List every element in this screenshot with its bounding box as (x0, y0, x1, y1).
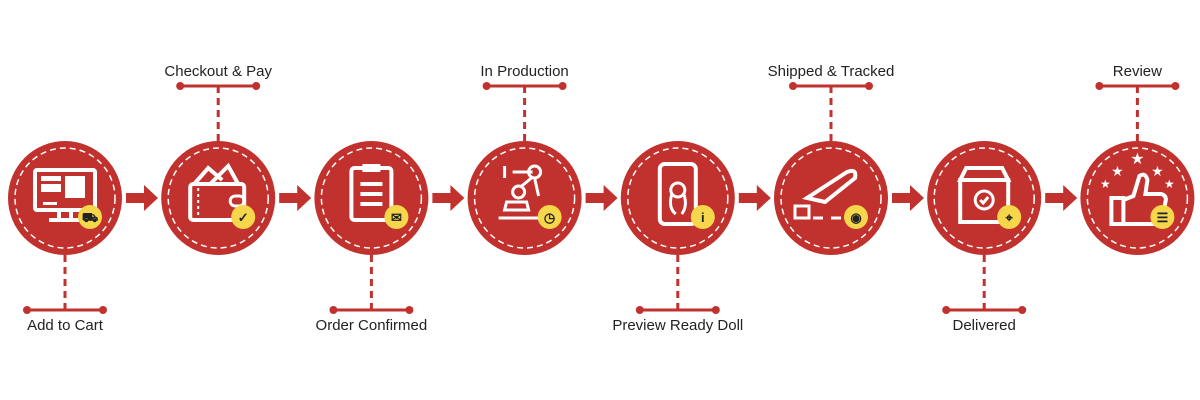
arrow-right-icon (126, 185, 158, 211)
step-circle (161, 141, 276, 255)
cart-icon: ⛟ (78, 205, 102, 229)
process-step: ✉ (314, 141, 429, 314)
process-step: ★★★★★☰ (1080, 82, 1195, 255)
arrow-right-icon (1045, 185, 1078, 211)
svg-text:★: ★ (1130, 151, 1144, 168)
process-step: ⌖ (927, 141, 1042, 314)
step-label: Checkout & Pay (164, 63, 272, 80)
wallet-icon (188, 162, 247, 222)
label-connector (635, 255, 720, 314)
label-connector (329, 255, 414, 314)
process-step: i (620, 141, 735, 314)
svg-text:★: ★ (1100, 177, 1111, 191)
shield-check-icon: ✓ (231, 205, 256, 229)
step-circle (467, 141, 582, 255)
svg-text:★: ★ (1151, 163, 1164, 179)
eye-icon: ◉ (844, 205, 868, 229)
svg-text:◷: ◷ (544, 210, 555, 225)
step-label: Add to Cart (27, 317, 103, 334)
arrow-right-icon (892, 185, 924, 211)
step-label: Delivered (952, 317, 1016, 334)
chat-icon: ☰ (1150, 205, 1175, 229)
process-step: ◉ (774, 82, 888, 255)
label-connector (942, 255, 1027, 314)
step-label: Shipped & Tracked (767, 63, 895, 80)
mail-check-icon: ✉ (384, 205, 409, 229)
step-label: Review (1112, 63, 1162, 80)
step-label: In Production (480, 63, 569, 80)
svg-text:☰: ☰ (1157, 210, 1169, 225)
arrow-right-icon (738, 185, 771, 211)
phone-doll-icon (657, 162, 698, 226)
step-label: Order Confirmed (315, 317, 428, 334)
label-connector (1095, 82, 1180, 141)
svg-text:⌖: ⌖ (1005, 210, 1014, 225)
arrow-right-icon (585, 185, 618, 211)
info-icon: i (690, 205, 715, 229)
svg-text:★: ★ (1111, 163, 1124, 179)
step-circle (314, 141, 429, 255)
thumbs-up-stars-icon: ★★★★★ (1100, 151, 1175, 226)
clipboard-icon (349, 164, 394, 222)
clock-icon: ◷ (537, 205, 562, 229)
process-step: ⛟ (8, 141, 122, 314)
svg-text:★: ★ (1164, 177, 1175, 191)
step-label: Preview Ready Doll (612, 317, 744, 334)
label-connector (176, 82, 261, 141)
process-step: ✓ (161, 82, 276, 255)
location-icon: ⌖ (997, 205, 1022, 229)
svg-text:◉: ◉ (850, 210, 861, 225)
svg-text:⛟: ⛟ (82, 210, 98, 225)
svg-text:✉: ✉ (391, 210, 402, 225)
label-connector (23, 255, 107, 314)
plane-icon (793, 168, 858, 220)
label-connector (482, 82, 567, 141)
label-connector (789, 82, 873, 141)
computer-icon (33, 168, 97, 222)
arrow-right-icon (279, 185, 312, 211)
svg-text:i: i (701, 210, 705, 225)
process-step: ◷ (467, 82, 582, 255)
svg-text:✓: ✓ (238, 210, 249, 225)
step-circle (927, 141, 1042, 255)
box-icon (956, 166, 1012, 224)
arrow-right-icon (432, 185, 465, 211)
